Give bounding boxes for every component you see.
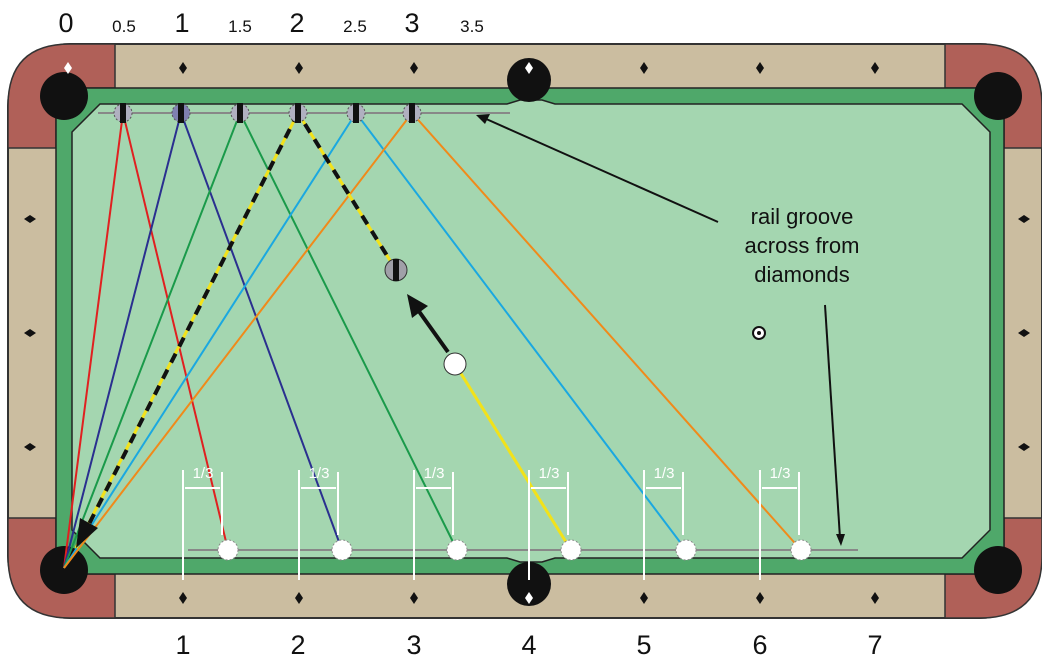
- diamond-icon: [640, 62, 648, 74]
- top-label: 1: [174, 8, 189, 38]
- third-label: 1/3: [770, 465, 791, 482]
- annotation: rail groove across from diamonds: [745, 204, 860, 287]
- corner-rail-bottom-left: [7, 517, 116, 619]
- diamond-icon: [525, 592, 533, 604]
- aim-line-yellow-cue: [453, 363, 573, 551]
- cloth: [71, 99, 991, 563]
- third-bracket-1: [182, 470, 223, 580]
- diamond-icon: [295, 62, 303, 74]
- diamond-icon: [640, 592, 648, 604]
- bottom-label: 4: [521, 630, 536, 660]
- third-label: 1/3: [193, 465, 214, 482]
- third-bracket-5: [643, 470, 684, 580]
- third-label: 1/3: [539, 465, 560, 482]
- object-ball-icon: [346, 103, 366, 123]
- third-bracket-6: [759, 470, 800, 580]
- pocket-top-right: [974, 72, 1022, 120]
- third-labels: 1/3 1/3 1/3 1/3 1/3 1/3: [193, 465, 791, 482]
- arrowhead-bank: [76, 518, 98, 548]
- pocket-top-side: [507, 58, 551, 102]
- diamond-icon: [1018, 329, 1030, 337]
- diamond-icon: [410, 592, 418, 604]
- diamond-icon: [24, 443, 36, 451]
- annotation-arrowhead-bottom: [836, 534, 845, 546]
- cue-ball-icon: [560, 539, 582, 561]
- top-targets: [113, 103, 422, 123]
- bottom-label: 5: [636, 630, 651, 660]
- corner-rail-top-left: [7, 43, 116, 149]
- pocket-bottom-side: [507, 562, 551, 606]
- object-ball-icon: [113, 103, 133, 123]
- cue-ball-icon: [790, 539, 812, 561]
- third-bracket-4: [528, 470, 569, 580]
- cue-ball-icon: [675, 539, 697, 561]
- annotation-arrow-top: [483, 117, 719, 223]
- third-bracket-3: [413, 470, 454, 580]
- annotation-line-3: diamonds: [754, 262, 849, 287]
- top-label: 3.5: [460, 17, 484, 36]
- top-label: 1.5: [228, 17, 252, 36]
- pocket-top-left: [40, 72, 88, 120]
- diamond-icon: [179, 592, 187, 604]
- third-bracket-2: [298, 470, 339, 580]
- arrowhead-cue: [407, 294, 428, 318]
- diamond-icon: [1018, 443, 1030, 451]
- cue-ball-icon: [446, 539, 468, 561]
- bottom-labels: 1 2 3 4 5 6 7: [175, 630, 882, 660]
- object-ball-icon: [288, 103, 308, 123]
- object-ball: [384, 258, 408, 282]
- cue-direction-arrow: [416, 308, 450, 354]
- diamond-icon: [871, 592, 879, 604]
- top-label: 2.5: [343, 17, 367, 36]
- bottom-label: 1: [175, 630, 190, 660]
- top-label: 3: [404, 8, 419, 38]
- cue-ball-icon: [217, 539, 239, 561]
- diamonds: [24, 62, 1030, 604]
- pocket-bottom-right: [974, 546, 1022, 594]
- top-labels: 0 0.5 1 1.5 2 2.5 3 3.5: [58, 8, 483, 38]
- diamond-icon: [525, 62, 533, 74]
- corner-rail-bottom-right: [944, 517, 1042, 619]
- annotation-arrowhead-top: [476, 114, 490, 124]
- object-ball-icon: [171, 103, 191, 123]
- annotation-line-1: rail groove: [751, 204, 854, 229]
- bottom-label: 6: [752, 630, 767, 660]
- object-ball-icon: [230, 103, 250, 123]
- bottom-label: 3: [406, 630, 421, 660]
- pockets: [40, 58, 1022, 606]
- diamond-icon: [1018, 215, 1030, 223]
- third-label: 1/3: [654, 465, 675, 482]
- diamond-icon: [756, 62, 764, 74]
- object-ball-icon: [402, 103, 422, 123]
- table-spot-icon: [752, 326, 766, 340]
- diamond-icon: [871, 62, 879, 74]
- top-label: 2: [289, 8, 304, 38]
- diamond-icon: [179, 62, 187, 74]
- cue-ball: [443, 352, 467, 376]
- diamond-icon: [64, 62, 72, 74]
- corner-rail-top-right: [944, 43, 1042, 149]
- bottom-label: 7: [867, 630, 882, 660]
- diamond-icon: [295, 592, 303, 604]
- diamond-icon: [756, 592, 764, 604]
- bottom-ghost-balls: [217, 539, 812, 561]
- annotation-line-2: across from: [745, 233, 860, 258]
- top-label: 0: [58, 8, 73, 38]
- path-dashed-ob: [296, 111, 398, 272]
- third-label: 1/3: [309, 465, 330, 482]
- pocket-bottom-left: [40, 546, 88, 594]
- path-dashed-bank: [86, 112, 300, 527]
- diamond-icon: [24, 329, 36, 337]
- diamond-icon: [24, 215, 36, 223]
- third-label: 1/3: [424, 465, 445, 482]
- top-label: 0.5: [112, 17, 136, 36]
- cue-ball-icon: [331, 539, 353, 561]
- bottom-label: 2: [290, 630, 305, 660]
- third-brackets: [182, 470, 800, 580]
- annotation-arrow-bottom: [824, 304, 841, 539]
- diamond-icon: [410, 62, 418, 74]
